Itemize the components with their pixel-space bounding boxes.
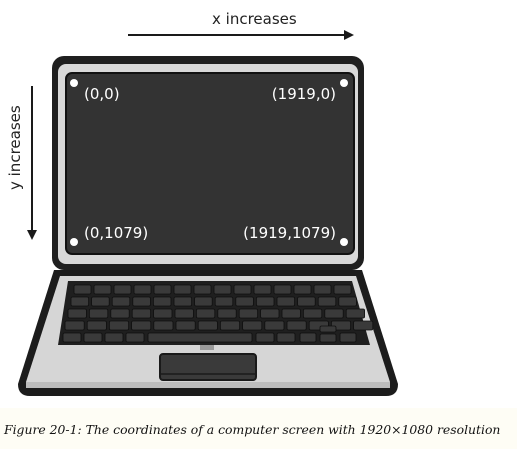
keyboard-key bbox=[113, 284, 132, 295]
figure-caption: Figure 20-1: The coordinates of a comput… bbox=[4, 422, 501, 437]
keyboard-key bbox=[131, 308, 151, 319]
keyboard-key bbox=[67, 308, 87, 319]
keyboard-key bbox=[276, 332, 296, 343]
keyboard-key bbox=[273, 284, 292, 295]
laptop-diagram: x increases y increases (0,0) (1919,0) (… bbox=[6, 10, 398, 396]
keyboard-key bbox=[302, 308, 323, 319]
keyboard-key bbox=[253, 284, 272, 295]
keyboard-key bbox=[110, 308, 130, 319]
keyboard-key bbox=[260, 308, 280, 319]
keyboard-key bbox=[339, 332, 357, 343]
keyboard-key bbox=[281, 308, 301, 319]
keyboard-key bbox=[111, 296, 131, 307]
y-axis-label: y increases bbox=[6, 105, 24, 190]
keyboard-key bbox=[264, 320, 285, 331]
keyboard-key bbox=[242, 320, 263, 331]
corner-dot-bottom-left bbox=[70, 238, 78, 246]
keyboard-key bbox=[153, 308, 173, 319]
corner-dot-top-right bbox=[340, 79, 348, 87]
keyboard-key bbox=[125, 332, 145, 343]
keyboard-key bbox=[73, 284, 92, 295]
corner-dot-top-left bbox=[70, 79, 78, 87]
keyboard-key bbox=[153, 284, 172, 295]
corner-label-bottom-left: (0,1079) bbox=[84, 224, 148, 242]
keyboard-key bbox=[197, 320, 218, 331]
keyboard-key bbox=[317, 296, 337, 307]
keyboard-key bbox=[233, 284, 252, 295]
hinge-notch bbox=[200, 345, 214, 350]
keyboard-key bbox=[219, 320, 240, 331]
keyboard-key bbox=[345, 308, 366, 319]
keyboard bbox=[62, 284, 374, 343]
keyboard-key bbox=[173, 284, 192, 295]
keyboard-key bbox=[133, 284, 152, 295]
corner-label-top-left: (0,0) bbox=[84, 85, 120, 103]
keyboard-key bbox=[91, 296, 110, 307]
keyboard-key bbox=[147, 332, 253, 343]
keyboard-key bbox=[324, 308, 344, 319]
keyboard-key bbox=[333, 284, 352, 295]
keyboard-key bbox=[286, 320, 307, 331]
keyboard-key bbox=[83, 332, 103, 343]
keyboard-key bbox=[173, 296, 193, 307]
keyboard-key bbox=[175, 320, 196, 331]
keyboard-key bbox=[255, 296, 275, 307]
keyboard-key bbox=[152, 296, 172, 307]
keyboard-key bbox=[193, 284, 212, 295]
corner-dot-bottom-right bbox=[340, 238, 348, 246]
keyboard-key bbox=[297, 296, 316, 307]
keyboard-key bbox=[109, 320, 130, 331]
keyboard-key bbox=[153, 320, 174, 331]
corner-label-bottom-right: (1919,1079) bbox=[243, 224, 336, 242]
keyboard-key bbox=[174, 308, 194, 319]
keyboard-key bbox=[238, 308, 258, 319]
keyboard-key bbox=[217, 308, 237, 319]
keyboard-key bbox=[104, 332, 124, 343]
keyboard-key bbox=[195, 308, 216, 319]
keyboard-key bbox=[89, 308, 109, 319]
keyboard-key bbox=[255, 332, 275, 343]
keyboard-key bbox=[276, 296, 296, 307]
keyboard-key bbox=[132, 296, 151, 307]
keyboard-key bbox=[131, 320, 152, 331]
keyboard-key bbox=[194, 296, 213, 307]
keyboard-key bbox=[313, 284, 332, 295]
keyboard-key bbox=[293, 284, 312, 295]
screen bbox=[65, 72, 355, 255]
base-front-edge bbox=[26, 382, 390, 388]
keyboard-key bbox=[214, 296, 234, 307]
keyboard-key bbox=[86, 320, 107, 331]
keyboard-key bbox=[70, 296, 90, 307]
corner-label-top-right: (1919,0) bbox=[272, 85, 336, 103]
figure-panel: x increases y increases (0,0) (1919,0) (… bbox=[6, 10, 398, 396]
touchpad bbox=[159, 353, 257, 381]
keyboard-key bbox=[338, 296, 357, 307]
keyboard-key bbox=[62, 332, 82, 343]
keyboard-key bbox=[353, 320, 374, 331]
keyboard-key bbox=[299, 332, 317, 343]
keyboard-key bbox=[235, 296, 254, 307]
keyboard-key bbox=[93, 284, 112, 295]
x-axis-label: x increases bbox=[212, 10, 297, 28]
keyboard-key bbox=[213, 284, 232, 295]
keyboard-key bbox=[319, 325, 337, 333]
keyboard-key bbox=[319, 333, 337, 343]
keyboard-key bbox=[64, 320, 85, 331]
